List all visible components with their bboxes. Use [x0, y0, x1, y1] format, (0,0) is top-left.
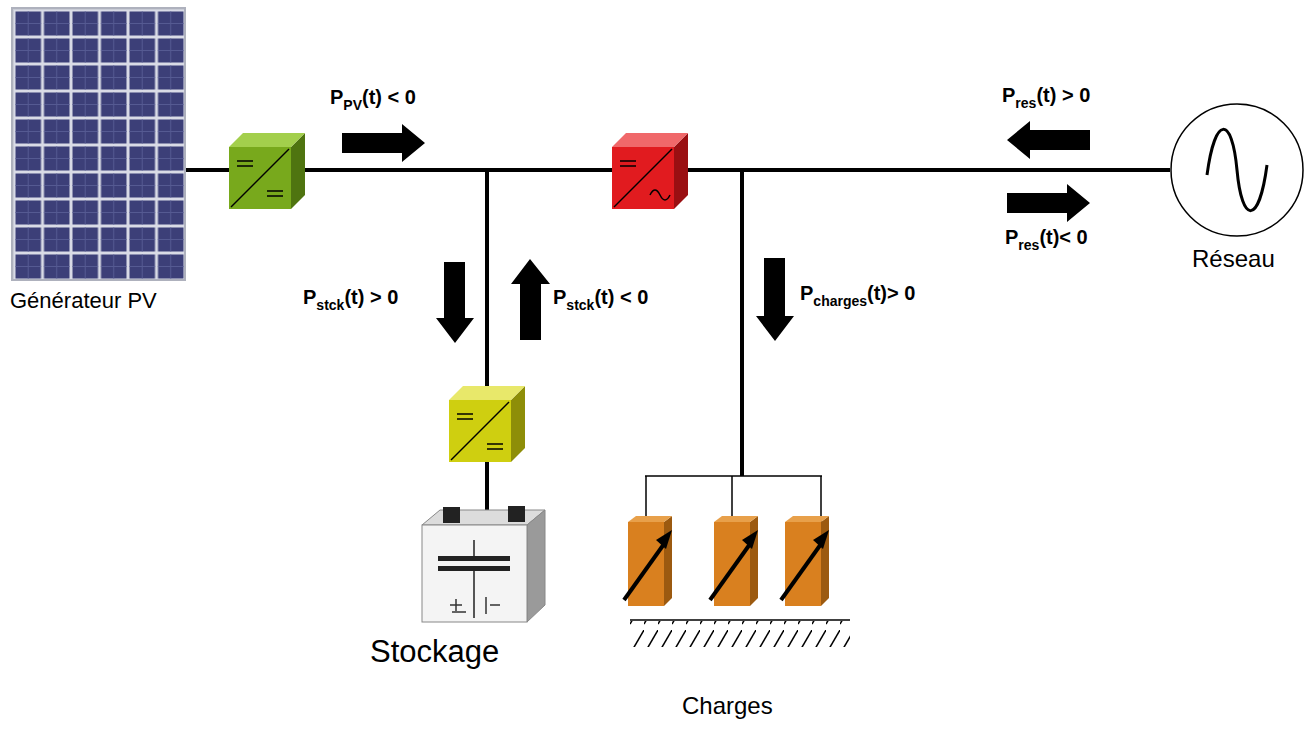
power-subscript: res [1018, 237, 1039, 253]
grid-source [1171, 104, 1303, 236]
power-subscript: stck [316, 297, 344, 313]
power-subscript: charges [813, 293, 867, 309]
power-symbol: (t) < 0 [594, 286, 648, 308]
power-label: PPV(t) < 0 [330, 86, 416, 109]
power-label: Pres(t)< 0 [1005, 226, 1088, 249]
converter-symbol [229, 133, 305, 209]
pv-panel [12, 8, 185, 280]
power-label: Pres(t) > 0 [1002, 84, 1090, 107]
power-arrows [342, 121, 1090, 343]
pv-generator: Générateur PV [12, 8, 185, 280]
node-label: Réseau [1192, 245, 1275, 273]
bus-wire [742, 170, 1170, 476]
power-label: Pcharges(t)> 0 [800, 282, 915, 305]
grid-node: Réseau [1170, 103, 1304, 237]
power-label: Pstck(t) > 0 [303, 286, 398, 309]
power-subscript: res [1015, 95, 1036, 111]
power-symbol: (t) > 0 [344, 286, 398, 308]
loads-group: Charges [626, 476, 854, 650]
converter-symbol [612, 133, 688, 209]
power-symbol: (t)> 0 [867, 282, 915, 304]
power-symbol: P [800, 282, 813, 304]
node-label: Charges [682, 692, 773, 720]
power-symbol: P [303, 286, 316, 308]
storage-battery: Stockage [420, 505, 547, 625]
power-symbol: P [553, 286, 566, 308]
bus-wire [185, 170, 487, 505]
power-symbol: (t)< 0 [1039, 226, 1087, 248]
converter-symbol [449, 386, 525, 462]
power-subscript: PV [343, 97, 362, 113]
power-symbol: P [1002, 84, 1015, 106]
node-label: Générateur PV [10, 288, 157, 314]
battery-symbol [422, 170, 545, 622]
loads-symbol [624, 170, 850, 647]
power-subscript: stck [566, 297, 594, 313]
power-symbol: P [1005, 226, 1018, 248]
power-symbol: (t) < 0 [362, 86, 416, 108]
power-symbol: (t) > 0 [1036, 84, 1090, 106]
power-symbol: P [330, 86, 343, 108]
power-label: Pstck(t) < 0 [553, 286, 648, 309]
node-label: Stockage [370, 634, 499, 670]
